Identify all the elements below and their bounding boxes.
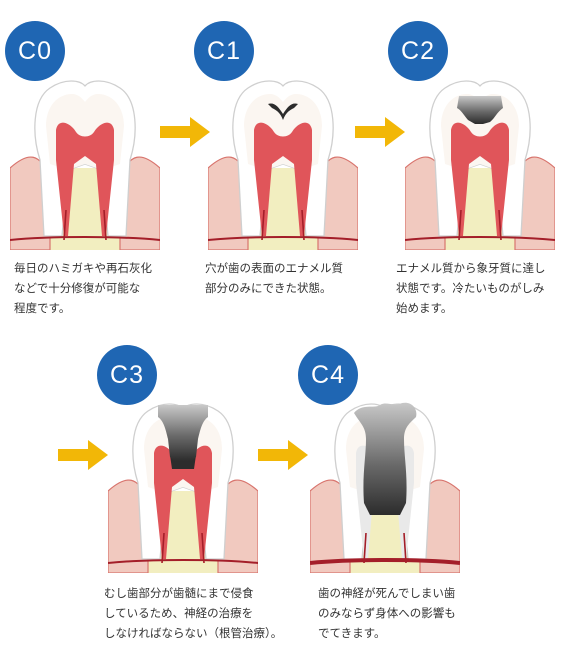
arrow-icon [258, 440, 308, 470]
tooth-illustration-c0 [10, 80, 160, 250]
arrow-icon [160, 117, 210, 147]
stage-badge-c3: C3 [97, 345, 157, 405]
arrow-icon [355, 117, 405, 147]
tooth-illustration-c3 [108, 403, 258, 573]
stage-description-c1: 穴が歯の表面のエナメル質 部分のみにできた状態。 [205, 261, 343, 295]
stage-description-c2: エナメル質から象牙質に達し 状態です。冷たいものがしみ 始めます。 [396, 261, 546, 315]
tooth-illustration-c1 [208, 80, 358, 250]
tooth-illustration-c2 [405, 80, 555, 250]
stage-badge-c1: C1 [194, 21, 254, 81]
stage-description-c4: 歯の神経が死んでしまい歯 のみならず身体への影響も でてきます。 [318, 586, 456, 640]
stage-badge-c4: C4 [298, 345, 358, 405]
stage-description-c3: むし歯部分が歯髄にまで侵食 しているため、神経の治療を しなければならない（根管… [104, 586, 283, 640]
stage-badge-c2: C2 [388, 21, 448, 81]
arrow-icon [58, 440, 108, 470]
stage-badge-c0: C0 [5, 21, 65, 81]
tooth-illustration-c4 [310, 402, 460, 573]
stage-description-c0: 毎日のハミガキや再石灰化 などで十分修復が可能な 程度です。 [14, 261, 152, 315]
